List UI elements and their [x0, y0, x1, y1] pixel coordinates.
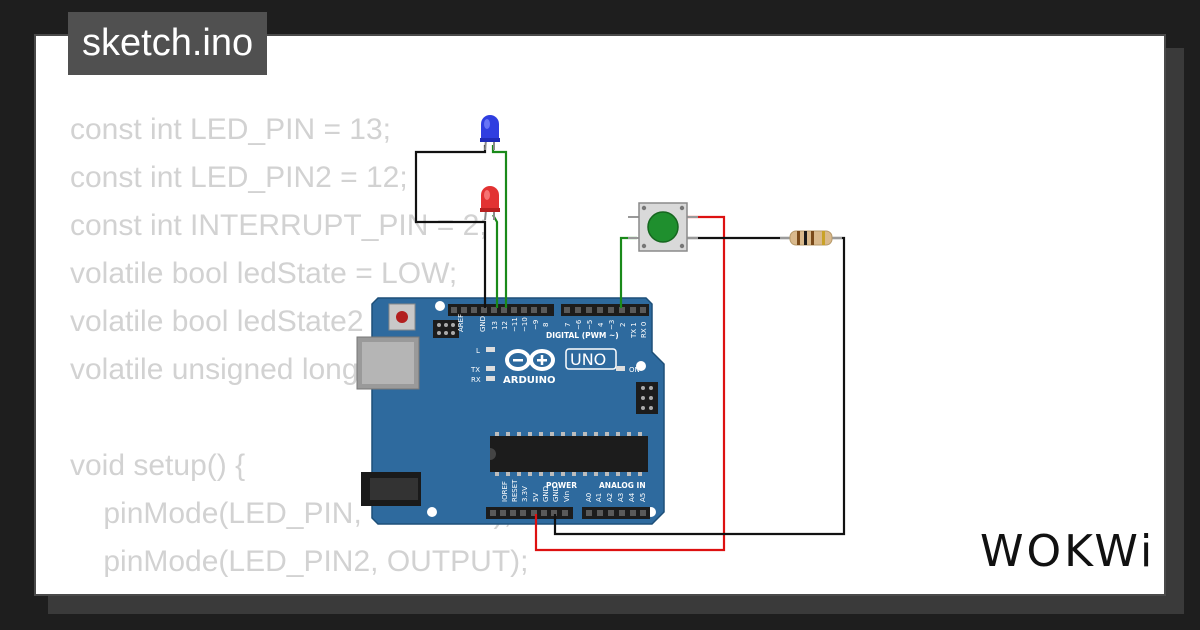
pin-label: 13: [491, 321, 499, 330]
wokwi-logo: WOKWi: [980, 526, 1150, 577]
wire-pin12: [492, 214, 499, 308]
pin-label: 8: [542, 323, 550, 327]
wire-pin13: [491, 145, 508, 308]
pin-label: RESET: [511, 479, 519, 502]
uno-badge: [565, 348, 617, 370]
mounting-hole: [427, 507, 437, 517]
pin-label: ~9: [532, 320, 540, 330]
pin-label: A3: [617, 493, 625, 502]
push-button-cap[interactable]: [647, 211, 679, 243]
reset-button-cap[interactable]: [396, 311, 408, 323]
file-name-tab: sketch.ino: [68, 12, 268, 75]
pin-label: AREF: [457, 314, 465, 332]
l-led: [486, 347, 495, 352]
analog-label: ANALOG IN: [599, 481, 646, 490]
arduino-uno-board[interactable]: AREF GND 13 12 ~11 ~10 ~9 8 7 ~6 ~5 4 ~3…: [356, 297, 665, 525]
pin-label: GND: [552, 486, 560, 502]
digital-label: DIGITAL (PWM ~): [546, 331, 619, 340]
power-label: POWER: [546, 481, 577, 490]
tx-led-label: TX: [470, 366, 480, 374]
on-led: [616, 366, 625, 371]
bottom-pin-holes: [490, 510, 646, 516]
code-line: const int LED_PIN = 13;: [70, 113, 392, 146]
on-led-label: ON: [629, 366, 640, 374]
pin-label: A0: [585, 493, 593, 502]
code-line: pinMode(LED_PIN2, OUTPUT);: [70, 545, 529, 578]
pin-label: A2: [606, 493, 614, 502]
code-line: const int INTERRUPT_PIN = 2;: [70, 209, 488, 242]
code-line: volatile bool ledState = LOW;: [70, 257, 458, 290]
pin-label: A1: [595, 493, 603, 502]
pin-label: IOREF: [501, 481, 509, 502]
pin-label: 5V: [532, 493, 540, 502]
pin-label: 2: [619, 323, 627, 327]
code-line: const int LED_PIN2 = 12;: [70, 161, 408, 194]
pin-label: 7: [564, 323, 572, 327]
power-jack-inner: [370, 478, 418, 500]
wokwi-logo-text: WOKWi: [980, 526, 1150, 577]
pin-label: GND: [479, 316, 487, 332]
power-header: [486, 507, 573, 519]
push-button[interactable]: [628, 202, 698, 252]
pin-label: ~11: [511, 317, 519, 332]
resistor[interactable]: [780, 230, 842, 246]
atmega-chip: [490, 432, 648, 476]
icsp-header: [433, 320, 459, 338]
red-led[interactable]: [480, 186, 500, 221]
usb-port-inner: [362, 342, 414, 384]
power-analog-pin-labels: IOREF RESET 3.3V 5V GND GND Vin A0 A1 A2…: [501, 479, 647, 502]
mounting-hole: [435, 301, 445, 311]
uno-label: UNO: [570, 350, 606, 369]
rx-led: [486, 376, 495, 381]
pin-label: RX 0: [640, 322, 648, 338]
pin-label: 3.3V: [521, 486, 529, 502]
pin-label: ~10: [521, 317, 529, 332]
digital-header-right: [561, 304, 649, 316]
mounting-hole: [636, 361, 646, 371]
wire-gnd: [414, 145, 487, 308]
pin-label: ~6: [575, 319, 583, 330]
pin-label: ~3: [608, 320, 616, 330]
l-led-label: L: [476, 347, 480, 355]
pin-label: Vin: [563, 491, 571, 502]
arduino-infinity-icon: [505, 349, 555, 371]
pin-label: GND: [542, 486, 550, 502]
arduino-label: ARDUINO: [503, 375, 555, 386]
icsp-header-2: [636, 382, 658, 414]
analog-header: [582, 507, 650, 519]
tx-led: [486, 366, 495, 371]
blue-led[interactable]: [480, 115, 500, 151]
pin-label: ~5: [586, 320, 594, 330]
pin-label: TX 1: [630, 322, 638, 339]
digital-pin-labels: AREF GND 13 12 ~11 ~10 ~9 8 7 ~6 ~5 4 ~3…: [457, 314, 648, 339]
pin-label: A4: [628, 492, 636, 502]
pin-label: A5: [639, 493, 647, 502]
rx-led-label: RX: [471, 376, 481, 384]
code-line: pinMode(INTERRUPT_PIN, INPUT);: [70, 586, 591, 594]
pin-label: 4: [597, 322, 605, 327]
code-line: void setup() {: [70, 449, 246, 482]
wire-5v: [534, 215, 726, 552]
digital-pin-holes: [451, 307, 646, 313]
pin-label: 12: [501, 321, 509, 330]
